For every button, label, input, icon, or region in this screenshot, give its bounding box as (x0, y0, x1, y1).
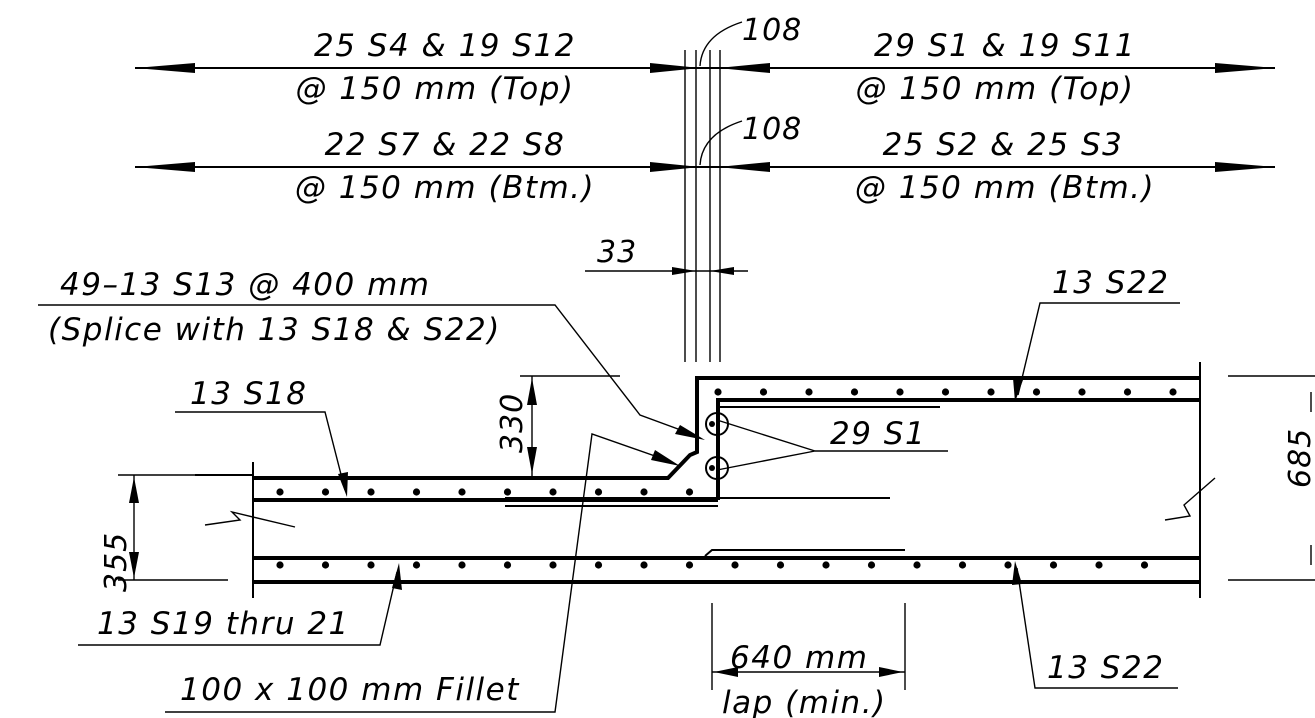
rebar-dot (1078, 388, 1086, 396)
lap-label-1: 640 mm (730, 640, 868, 676)
top-left-label-1: 25 S4 & 19 S12 (314, 28, 576, 64)
hook-leader-top (699, 21, 743, 67)
rebar-dot (776, 561, 785, 569)
rebar-dot (503, 488, 512, 496)
rebar-dot (276, 561, 284, 569)
rebar-dot (458, 488, 466, 496)
rebar-dot (1169, 388, 1177, 396)
rebar-dot (896, 388, 904, 396)
dimension-330 (520, 375, 620, 476)
rebar-dot (1004, 561, 1012, 569)
rebar-dots (276, 388, 1177, 569)
top-left-label-2: @ 150 mm (Top) (295, 71, 574, 107)
btm-left-label-2: @ 150 mm (Btm.) (295, 170, 595, 206)
rebar-dot (822, 561, 830, 569)
rebar-dot (850, 388, 859, 396)
rebar-dot (714, 388, 722, 396)
s19-label: 13 S19 thru 21 (97, 606, 350, 642)
joint-extension-lines (684, 50, 721, 362)
dim-355-label: 355 (99, 532, 134, 592)
dim-33-label: 33 (597, 235, 637, 270)
slab-section (195, 362, 1216, 598)
s1-label: 29 S1 (830, 416, 926, 452)
rebar-dot (549, 561, 557, 569)
s18-label: 13 S18 (190, 376, 307, 412)
rebar-dot (503, 561, 512, 569)
rebar-dot (321, 561, 330, 569)
bottom-bar-dimension-row (135, 162, 1275, 172)
top-right-label-1: 29 S1 & 19 S11 (874, 28, 1136, 64)
s13-label-1: 49–13 S13 @ 400 mm (60, 267, 431, 303)
rebar-dot (958, 561, 967, 569)
rebar-dot (1032, 388, 1041, 396)
btm-right-label-2: @ 150 mm (Btm.) (855, 170, 1155, 206)
s18-leader (175, 411, 346, 491)
hook-label-btm: 108 (742, 112, 802, 147)
rebar-dot (549, 488, 557, 496)
rebar-dot (685, 488, 694, 496)
fillet-leader (165, 433, 673, 713)
rebar-dot (640, 561, 648, 569)
rebar-dot (1095, 561, 1103, 569)
lap-dimension (711, 603, 906, 690)
rebar-dot (594, 488, 603, 496)
rebar-dot (640, 488, 648, 496)
rebar-dot (276, 488, 284, 496)
dimension-355 (118, 474, 228, 581)
dimension-33 (585, 267, 748, 275)
rebar-dot (412, 561, 421, 569)
rebar-dot (594, 561, 603, 569)
fillet-label: 100 x 100 mm Fillet (180, 672, 520, 708)
btm-right-label-1: 25 S2 & 25 S3 (883, 127, 1124, 163)
rebar-dot (913, 561, 921, 569)
rebar-dot (367, 561, 375, 569)
s13-leader (38, 304, 698, 437)
rebar-dot (1140, 561, 1149, 569)
dimension-685 (1228, 375, 1315, 581)
btm-left-label-1: 22 S7 & 22 S8 (325, 127, 566, 163)
top-bar-dimension-row (135, 63, 1275, 73)
rebar-dot (685, 561, 694, 569)
rebar-dot (1049, 561, 1058, 569)
s1-leader-1 (716, 419, 816, 452)
s22-top-leader (1017, 302, 1180, 396)
s22-btm-label: 13 S22 (1047, 650, 1164, 686)
hook-leader-btm (699, 120, 743, 166)
s1-leader-2 (716, 450, 816, 471)
dim-685-label: 685 (1283, 428, 1315, 488)
dim-330-label: 330 (495, 393, 530, 453)
rebar-dot (367, 488, 375, 496)
s19-leader (78, 571, 398, 646)
rebar-dot (805, 388, 813, 396)
rebar-dot (941, 388, 950, 396)
rebar-dot (731, 561, 739, 569)
rebar-dot (867, 561, 876, 569)
s22-btm-leader (1016, 567, 1178, 689)
rebar-dot (1123, 388, 1132, 396)
lap-label-2: lap (min.) (722, 685, 887, 718)
top-right-label-2: @ 150 mm (Top) (855, 71, 1134, 107)
hook-label-top: 108 (742, 13, 802, 48)
s22-top-label: 13 S22 (1052, 265, 1169, 301)
rebar-dot (412, 488, 421, 496)
s13-label-2: (Splice with 13 S18 & S22) (48, 312, 501, 348)
rebar-dot (759, 388, 768, 396)
rebar-dot (458, 561, 466, 569)
rebar-dot (987, 388, 995, 396)
rebar-dot (321, 488, 330, 496)
